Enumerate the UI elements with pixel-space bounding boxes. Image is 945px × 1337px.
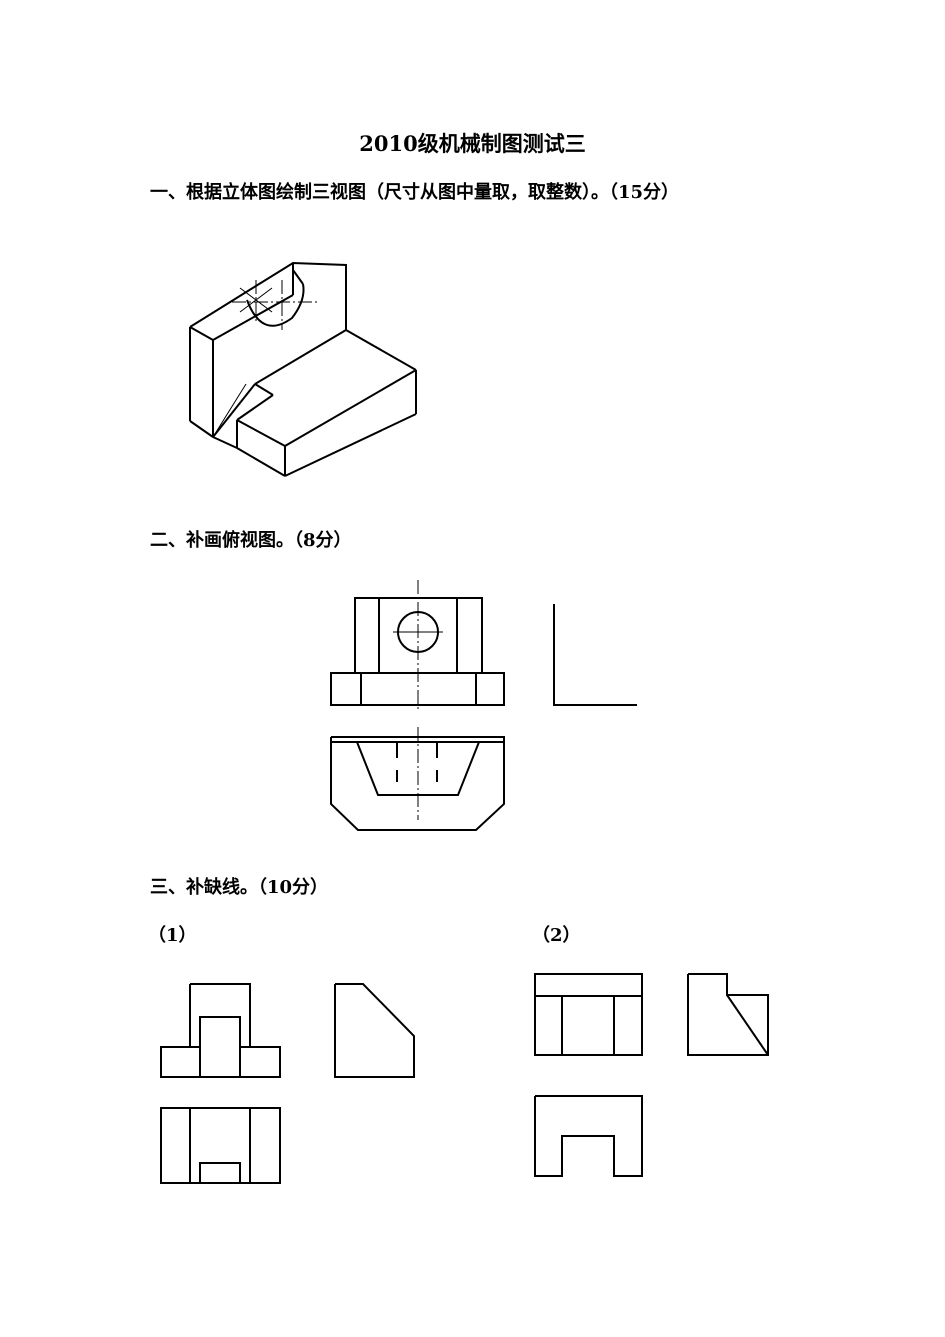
page-title: 2010级机械制图测试三 bbox=[359, 131, 586, 156]
question-3-label: 三、补缺线。（10分） bbox=[150, 877, 329, 898]
question-2-label: 二、补画俯视图。（8分） bbox=[150, 530, 352, 551]
sub-item-1-label: （1） bbox=[148, 925, 197, 946]
sub-item-2-label: （2） bbox=[532, 925, 581, 946]
question-1-label: 一、根据立体图绘制三视图（尺寸从图中量取，取整数）。（15分） bbox=[150, 182, 680, 203]
